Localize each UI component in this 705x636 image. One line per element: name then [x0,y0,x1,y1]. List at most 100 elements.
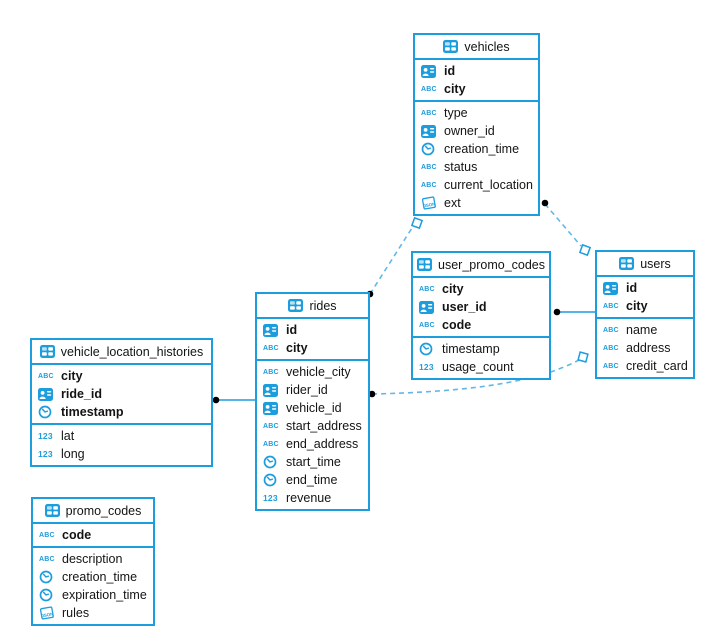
id-icon [419,300,437,314]
table-icon [443,40,459,53]
column-row-timestamp[interactable]: timestamp [413,340,549,358]
table-icon [417,258,432,271]
column-row-end_time[interactable]: end_time [257,471,368,489]
column-row-start_address[interactable]: ABC start_address [257,417,368,435]
number-type-icon: 123 [263,492,278,503]
table-header[interactable]: rides [257,294,368,319]
table-vehicle_location_histories[interactable]: vehicle_location_histories ABC city ride… [30,338,213,467]
column-label: code [442,317,472,332]
column-label: city [442,281,464,296]
column-row-id[interactable]: id [597,279,693,297]
column-label: user_id [442,299,487,314]
column-label: code [62,527,92,542]
column-label: timestamp [442,341,500,356]
clock-icon [39,570,57,584]
column-row-usage_count[interactable]: 123 usage_count [413,358,549,376]
column-row-code[interactable]: ABC code [33,526,153,544]
table-user_promo_codes[interactable]: user_promo_codes ABC city user_id ABC co… [411,251,551,380]
column-row-creation_time[interactable]: creation_time [33,568,153,586]
column-label: id [444,63,456,78]
id-icon [263,401,281,415]
column-label: usage_count [442,359,514,374]
column-label: end_address [286,436,359,451]
json-icon: JSON [421,196,439,210]
column-row-status[interactable]: ABC status [415,158,538,176]
column-row-rider_id[interactable]: rider_id [257,381,368,399]
column-row-end_address[interactable]: ABC end_address [257,435,368,453]
column-row-address[interactable]: ABC address [597,339,693,357]
clock-icon [38,405,56,419]
column-row-city[interactable]: ABC city [413,280,549,298]
column-row-vehicle_city[interactable]: ABC vehicle_city [257,363,368,381]
column-row-type[interactable]: ABC type [415,104,538,122]
json-icon: JSON [39,606,57,620]
table-header[interactable]: user_promo_codes [413,253,549,278]
table-promo_codes[interactable]: promo_codes ABC code ABC description cre… [31,497,155,626]
column-row-city[interactable]: ABC city [597,297,693,315]
columns-section: ABC name ABC address ABC credit_card [597,317,693,377]
clock-icon [39,588,57,602]
clock-icon [419,342,437,356]
id-icon [263,323,281,337]
primary-key-section: id ABC city [597,277,693,317]
table-icon [39,345,55,358]
column-label: rider_id [286,382,328,397]
column-row-code[interactable]: ABC code [413,316,549,334]
svg-text:JSON: JSON [423,201,436,208]
column-row-timestamp[interactable]: timestamp [32,403,211,421]
column-row-name[interactable]: ABC name [597,321,693,339]
column-row-ride_id[interactable]: ride_id [32,385,211,403]
column-label: current_location [444,177,533,192]
open-square-marker [577,351,589,363]
column-row-expiration_time[interactable]: expiration_time [33,586,153,604]
column-label: vehicle_id [286,400,342,415]
column-row-start_time[interactable]: start_time [257,453,368,471]
column-row-city[interactable]: ABC city [415,80,538,98]
table-header[interactable]: vehicle_location_histories [32,340,211,365]
column-row-rules[interactable]: JSON rules [33,604,153,622]
table-icon [288,299,304,312]
text-type-icon: ABC [263,344,279,352]
column-label: creation_time [62,569,138,584]
table-header[interactable]: vehicles [415,35,538,60]
columns-section: ABC description creation_time expiration… [33,546,153,624]
clock-icon [263,455,281,469]
column-row-id[interactable]: id [415,62,538,80]
table-users[interactable]: users id ABC city ABC name ABC address A… [595,250,695,379]
table-header[interactable]: promo_codes [33,499,153,524]
column-label: city [626,298,648,313]
column-row-user_id[interactable]: user_id [413,298,549,316]
column-row-current_location[interactable]: ABC current_location [415,176,538,194]
text-type-icon: ABC [419,321,435,329]
column-row-revenue[interactable]: 123 revenue [257,489,368,507]
column-row-owner_id[interactable]: owner_id [415,122,538,140]
table-header[interactable]: users [597,252,693,277]
text-type-icon: ABC [39,531,55,539]
dot-marker [541,199,549,207]
column-row-ext[interactable]: JSON ext [415,194,538,212]
text-type-icon: ABC [421,163,437,171]
column-label: revenue [286,490,332,505]
text-type-icon: ABC [38,372,54,380]
column-row-creation_time[interactable]: creation_time [415,140,538,158]
table-title: user_promo_codes [438,257,546,272]
column-row-credit_card[interactable]: ABC credit_card [597,357,693,375]
number-type-icon: 123 [38,448,53,459]
text-type-icon: ABC [263,422,279,430]
dot-marker [553,308,561,316]
column-row-city[interactable]: ABC city [32,367,211,385]
column-row-description[interactable]: ABC description [33,550,153,568]
table-vehicles[interactable]: vehicles id ABC city ABC type owner_id [413,33,540,216]
columns-section: timestamp 123 usage_count [413,336,549,378]
column-row-city[interactable]: ABC city [257,339,368,357]
table-icon [619,257,635,270]
column-label: id [286,322,298,337]
primary-key-section: id ABC city [257,319,368,359]
column-row-long[interactable]: 123 long [32,445,211,463]
column-row-id[interactable]: id [257,321,368,339]
id-icon [603,281,621,295]
table-rides[interactable]: rides id ABC city ABC vehicle_city rider… [255,292,370,511]
column-row-lat[interactable]: 123 lat [32,427,211,445]
column-row-vehicle_id[interactable]: vehicle_id [257,399,368,417]
